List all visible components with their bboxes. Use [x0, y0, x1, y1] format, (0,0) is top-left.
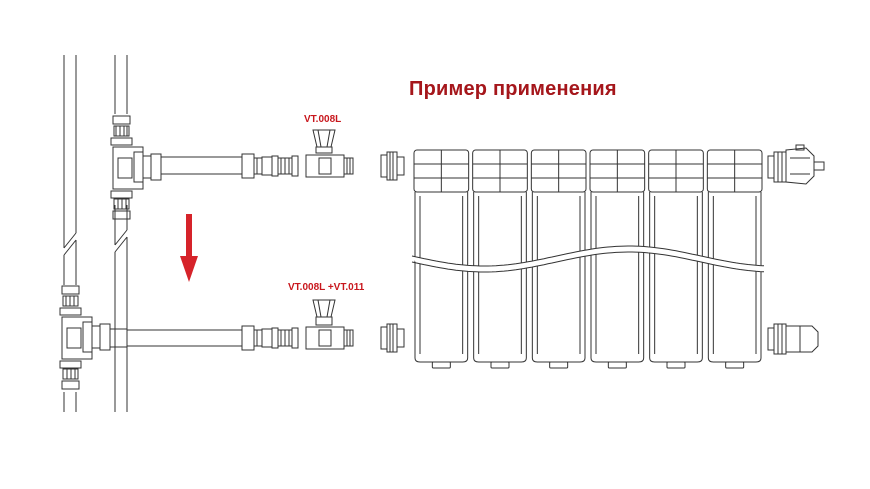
top-tee-assembly — [110, 115, 162, 220]
bottom-tee-assembly — [59, 285, 128, 390]
radiator-section — [413, 149, 470, 369]
bottom-left-radiator-plug — [380, 323, 405, 353]
radiator — [411, 149, 765, 369]
wave-cut-lower — [411, 251, 765, 273]
top-valve-label: VT.008L — [304, 114, 342, 125]
air-vent — [767, 144, 825, 185]
right-riser-pipe — [114, 55, 128, 412]
radiator-section — [706, 149, 763, 369]
radiator-section — [472, 149, 528, 369]
radiator-section — [589, 149, 646, 369]
end-cap — [767, 323, 819, 355]
diagram-title: Пример применения — [409, 78, 617, 100]
radiator-section — [530, 149, 587, 369]
top-left-radiator-plug — [380, 151, 405, 181]
left-riser-pipe — [63, 55, 77, 412]
top-horizontal-pipe — [160, 153, 299, 179]
direction-arrow — [180, 214, 198, 282]
bottom-valve-label: VT.008L +VT.011 — [288, 282, 365, 293]
wave-cut-upper — [411, 245, 765, 267]
bottom-valve — [305, 299, 354, 350]
top-valve — [305, 129, 354, 178]
radiator-section — [648, 149, 704, 369]
bottom-horizontal-pipe — [126, 325, 299, 351]
